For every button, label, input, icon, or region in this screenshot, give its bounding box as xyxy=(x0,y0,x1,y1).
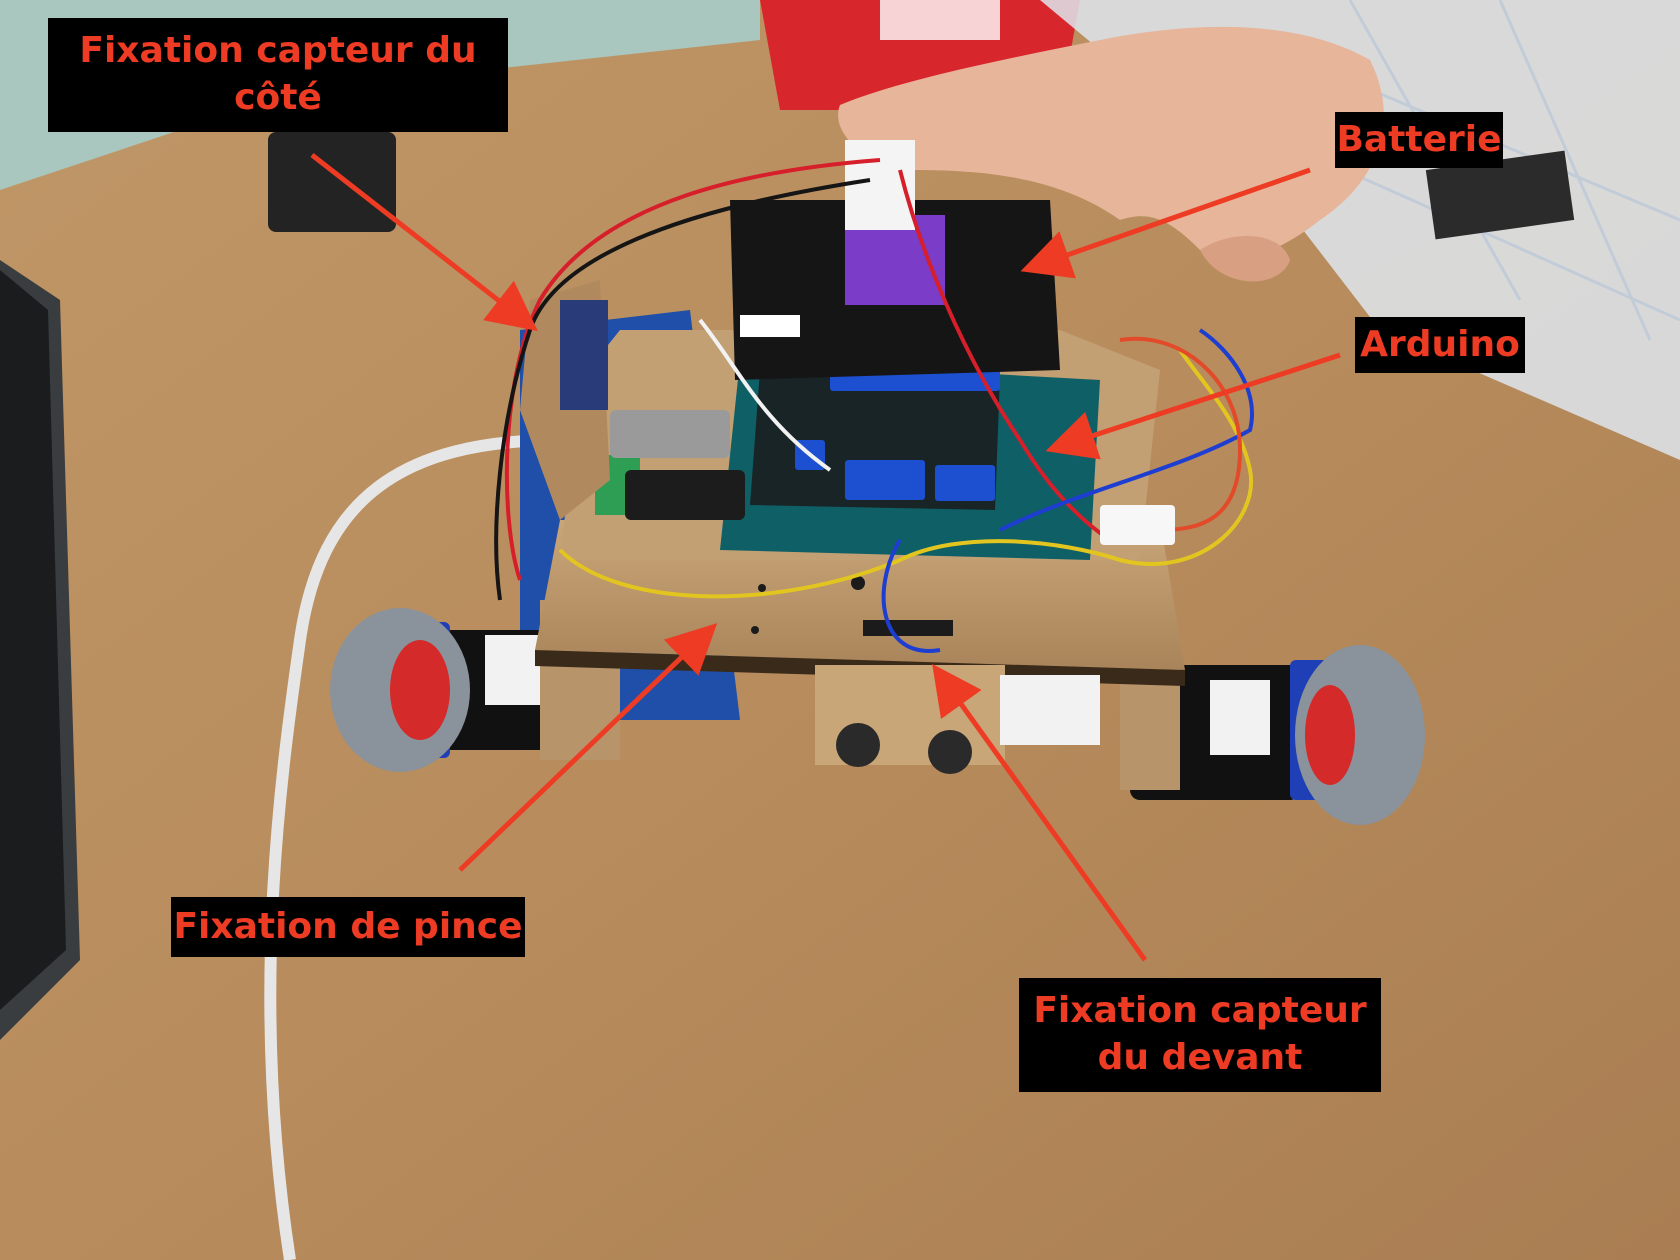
label-gripper: Fixation de pince xyxy=(171,897,525,957)
mount-hole xyxy=(751,626,759,634)
label-battery-text: Batterie xyxy=(1336,118,1502,160)
label-side-sensor: Fixation capteur du côté xyxy=(48,18,508,132)
wires xyxy=(494,158,1254,653)
side-sensor-board xyxy=(560,300,608,410)
label-gripper-text: Fixation de pince xyxy=(173,905,523,947)
label-battery: Batterie xyxy=(1335,112,1503,168)
ultrasonic-eye xyxy=(928,730,972,774)
label-side-sensor-line1: Fixation capteur du xyxy=(79,30,477,72)
arrow-side-sensor xyxy=(310,153,538,332)
label-front-sensor: Fixation capteur du devant xyxy=(1019,978,1381,1092)
mount-hole xyxy=(851,576,865,590)
arrow-battery xyxy=(1020,167,1311,279)
usb-cable xyxy=(264,434,561,1260)
annotation-arrows xyxy=(310,153,1341,962)
label-side-sensor-line2: côté xyxy=(234,77,322,118)
hand xyxy=(838,26,1384,260)
wire-connector xyxy=(1100,505,1175,545)
usb-plug xyxy=(610,410,730,458)
dc-jack xyxy=(625,470,745,520)
red-box-print xyxy=(880,0,1000,40)
gripper-slot xyxy=(863,620,953,636)
arrow-gripper xyxy=(458,623,718,872)
label-arduino-text: Arduino xyxy=(1360,323,1520,365)
mount-hole xyxy=(758,584,766,592)
left-wheel xyxy=(330,608,560,772)
label-arduino: Arduino xyxy=(1355,317,1525,373)
laptop-screen xyxy=(0,270,66,1010)
spare-board xyxy=(1425,150,1575,240)
thumb xyxy=(1200,236,1290,282)
ultrasonic-eye xyxy=(836,723,880,767)
label-front-sensor-line2: du devant xyxy=(1097,1037,1303,1078)
black-speaker xyxy=(268,132,396,232)
arrow-front-sensor xyxy=(932,663,1148,962)
arrow-arduino xyxy=(1045,352,1341,460)
label-front-sensor-line1: Fixation capteur xyxy=(1033,990,1367,1032)
paper-block xyxy=(1000,675,1100,745)
